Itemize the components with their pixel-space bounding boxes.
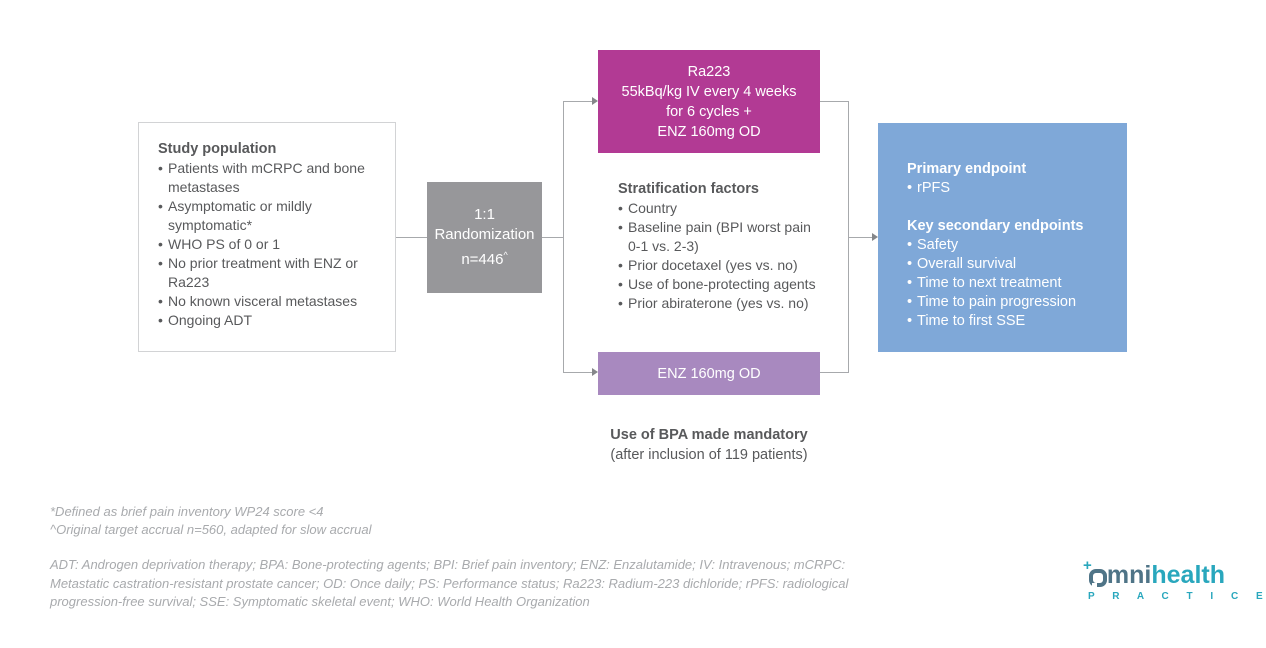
connector-line <box>820 372 848 373</box>
secondary-endpoints-title: Key secondary endpoints <box>907 218 1084 234</box>
footnotes: *Defined as brief pain inventory WP24 sc… <box>50 503 372 539</box>
connector-line <box>848 237 872 238</box>
list-item: rPFS <box>907 179 1117 198</box>
bpa-note-detail: (after inclusion of 119 patients) <box>610 447 808 463</box>
connector-line <box>820 101 848 102</box>
arm-enz-box: ENZ 160mg OD <box>598 352 820 395</box>
endpoints-box: Primary endpoint rPFS Key secondary endp… <box>878 123 1127 352</box>
bpa-note: Use of BPA made mandatory (after inclusi… <box>573 425 845 465</box>
connector-line <box>563 101 564 373</box>
omnihealth-logo: + mni health P R A C T I C E <box>1083 557 1266 602</box>
arrow-head-icon <box>592 368 598 376</box>
randomization-box: 1:1 Randomization n=446^ <box>427 182 542 293</box>
logo-square-gap <box>1092 583 1097 589</box>
stratification-title: Stratification factors <box>618 181 759 197</box>
randomization-ratio: 1:1 <box>474 206 495 223</box>
arrow-head-icon <box>592 97 598 105</box>
list-item: Prior abiraterone (yes vs. no) <box>618 294 823 313</box>
list-item: Use of bone-protecting agents <box>618 275 823 294</box>
list-item: Baseline pain (BPI worst pain 0-1 vs. 2-… <box>618 218 823 256</box>
randomization-label: Randomization <box>434 226 535 243</box>
list-item: Time to pain progression <box>907 293 1117 312</box>
randomization-n-value: n=446 <box>461 251 504 268</box>
list-item: Prior docetaxel (yes vs. no) <box>618 256 823 275</box>
logo-wordmark: + mni health <box>1083 557 1225 589</box>
logo-text-health: health <box>1151 561 1225 589</box>
study-population-list: Patients with mCRPC and bone metastases … <box>158 159 383 330</box>
list-item: Safety <box>907 236 1117 255</box>
arm-ra223-line: for 6 cycles + <box>666 103 752 120</box>
primary-endpoint-title: Primary endpoint <box>907 161 1027 177</box>
logo-text-practice: P R A C T I C E <box>1088 591 1266 602</box>
logo-square-icon <box>1089 569 1107 587</box>
stratification-block: Stratification factors Country Baseline … <box>618 180 823 313</box>
spacer <box>907 198 1117 217</box>
primary-endpoint-list: rPFS <box>907 179 1117 198</box>
arm-ra223-line: 55kBq/kg IV every 4 weeks <box>621 83 797 100</box>
arm-ra223-box: Ra223 55kBq/kg IV every 4 weeks for 6 cy… <box>598 50 820 153</box>
list-item: Time to first SSE <box>907 312 1117 331</box>
connector-line <box>563 372 592 373</box>
arm-ra223-line: Ra223 <box>687 63 731 80</box>
randomization-superscript: ^ <box>503 250 508 260</box>
omnihealth-logo-icon: + <box>1083 557 1107 589</box>
footnote-line: *Defined as brief pain inventory WP24 sc… <box>50 504 324 519</box>
randomization-n: n=446^ <box>461 245 507 270</box>
list-item: No prior treatment with ENZ or Ra223 <box>158 254 383 292</box>
list-item: Country <box>618 199 823 218</box>
list-item: No known visceral metastases <box>158 292 383 311</box>
connector-line <box>563 101 592 102</box>
logo-text-mni: mni <box>1106 561 1152 589</box>
list-item: WHO PS of 0 or 1 <box>158 235 383 254</box>
connector-line <box>396 237 427 238</box>
arm-ra223-line: ENZ 160mg OD <box>657 123 761 140</box>
bpa-note-heading: Use of BPA made mandatory <box>610 427 808 443</box>
list-item: Asymptomatic or mildly symptomatic* <box>158 197 383 235</box>
abbreviations-key: ADT: Androgen deprivation therapy; BPA: … <box>50 557 849 609</box>
arrow-head-icon <box>872 233 878 241</box>
secondary-endpoints-list: Safety Overall survival Time to next tre… <box>907 236 1117 331</box>
study-population-box: Study population Patients with mCRPC and… <box>138 122 396 352</box>
footnote-line: ^Original target accrual n=560, adapted … <box>50 522 372 537</box>
study-population-title: Study population <box>158 141 277 157</box>
arm-enz-label: ENZ 160mg OD <box>657 365 761 382</box>
list-item: Overall survival <box>907 255 1117 274</box>
list-item: Time to next treatment <box>907 274 1117 293</box>
connector-line <box>542 237 564 238</box>
stratification-list: Country Baseline pain (BPI worst pain 0-… <box>618 199 823 313</box>
list-item: Patients with mCRPC and bone metastases <box>158 159 383 197</box>
plus-icon: + <box>1083 557 1092 574</box>
list-item: Ongoing ADT <box>158 311 383 330</box>
